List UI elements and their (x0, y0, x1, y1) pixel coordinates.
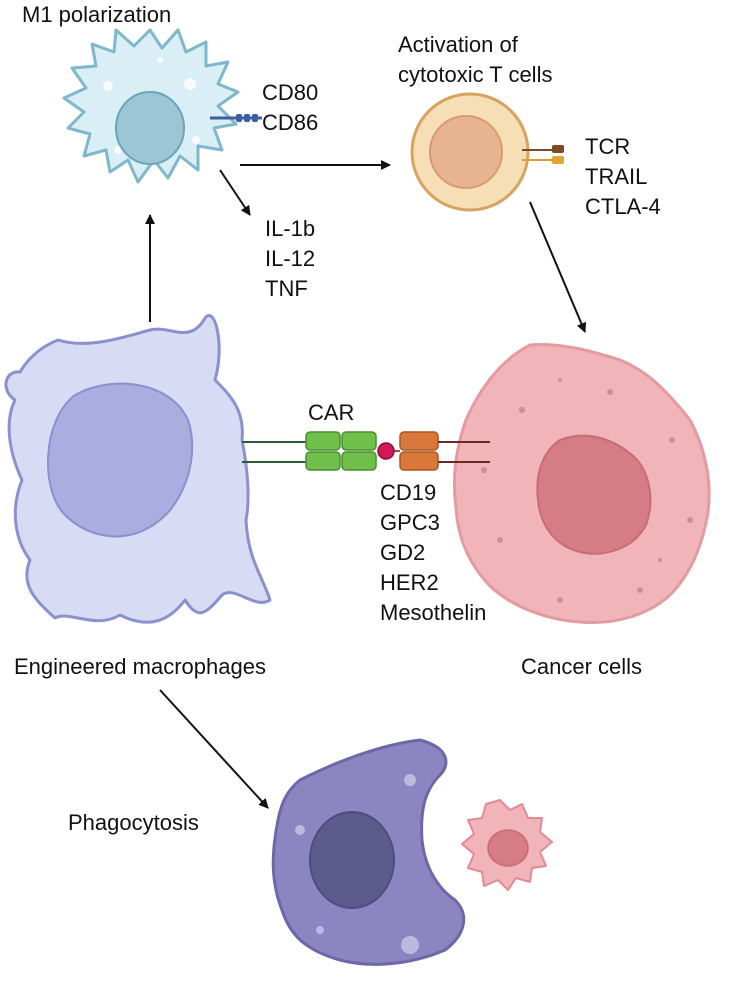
tcr-receptor-icon (522, 145, 564, 164)
cytokine-tnf: TNF (265, 276, 308, 301)
target-her2: HER2 (380, 570, 439, 595)
cancer-cells-label: Cancer cells (521, 654, 643, 679)
engineered-macrophage (4, 314, 272, 624)
tcell-marker-list: TCR TRAIL CTLA-4 (585, 132, 661, 222)
car-label: CAR (308, 400, 355, 425)
target-gpc3: GPC3 (380, 510, 440, 535)
marker-tcr: TCR (585, 134, 631, 159)
car-target-list: CD19 GPC3 GD2 HER2 Mesothelin (380, 478, 486, 628)
target-mesothelin: Mesothelin (380, 600, 487, 625)
target-cd19: CD19 (380, 480, 437, 505)
m1-polarization-title: M1 polarization (22, 2, 172, 27)
phagocytosis-label: Phagocytosis (68, 810, 199, 835)
arrow-macrophage-to-phagocytosis (159, 689, 269, 809)
m1-dendritic-cell (62, 28, 240, 184)
marker-trail: TRAIL (585, 164, 648, 189)
marker-ctla4: CTLA-4 (585, 194, 661, 219)
phagocytosing-macrophage (271, 738, 466, 966)
t-cell (410, 92, 530, 212)
target-gd2: GD2 (380, 540, 426, 565)
cd80-receptor-icon (210, 114, 262, 122)
marker-cd86: CD86 (262, 110, 319, 135)
arrow-m1-to-cytokines (219, 169, 251, 216)
cytokine-il1b: IL-1b (265, 216, 316, 241)
cytokine-il12: IL-12 (265, 246, 316, 271)
marker-cd80: CD80 (262, 80, 319, 105)
cytokine-list: IL-1b IL-12 TNF (265, 214, 315, 304)
tcell-title-line-1: Activation of (398, 32, 518, 57)
engineered-macrophages-label: Engineered macrophages (14, 654, 266, 679)
m1-marker-list: CD80 CD86 (262, 78, 318, 138)
tcell-activation-title: Activation of cytotoxic T cells (398, 30, 552, 90)
engulfed-cancer-cell (461, 799, 553, 891)
arrow-tcell-to-cancer (529, 201, 587, 333)
car-receptor-icon (242, 431, 490, 471)
tcell-title-line-2: cytotoxic T cells (398, 62, 553, 87)
cancer-cell (453, 342, 711, 625)
